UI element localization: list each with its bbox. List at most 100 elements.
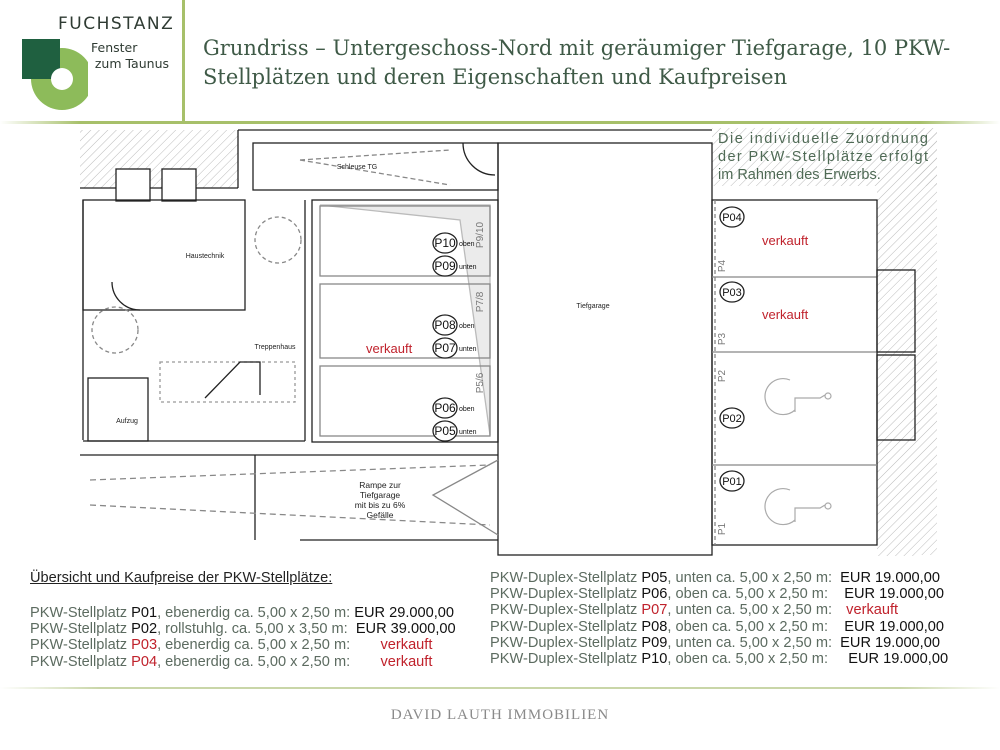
logo-mark-icon <box>22 39 88 110</box>
price-list-right: PKW-Duplex-Stellplatz P05, unten ca. 5,0… <box>490 570 948 667</box>
row-desc: , ebenerdig ca. 5,00 x 2,50 m: <box>157 637 375 654</box>
room-label-tiefgarage: Tiefgarage <box>576 303 609 310</box>
row-code: P08 <box>641 618 668 635</box>
row-code: P06 <box>641 586 668 603</box>
price-list-row: PKW-Stellplatz P04, ebenerdig ca. 5,00 x… <box>30 654 456 670</box>
row-code: P09 <box>641 634 668 651</box>
price-list-row: PKW-Duplex-Stellplatz P05, unten ca. 5,0… <box>490 570 948 586</box>
row-prefix: PKW-Duplex-Stellplatz <box>490 618 642 635</box>
row-price: EUR 29.000,00 <box>354 605 455 621</box>
row-prefix: PKW-Duplex-Stellplatz <box>490 634 642 651</box>
room-label-schleuse: Schleuse TG <box>337 164 377 171</box>
svg-text:P05: P05 <box>434 424 456 438</box>
row-prefix: PKW-Duplex-Stellplatz <box>490 586 642 603</box>
logo-tagline-line1: Fenster <box>91 40 138 55</box>
price-list-row: PKW-Duplex-Stellplatz P10, oben ca. 5,00… <box>490 651 948 667</box>
row-code: P03 <box>131 637 158 654</box>
price-list-row: PKW-Duplex-Stellplatz P09, unten ca. 5,0… <box>490 635 948 651</box>
svg-text:P01: P01 <box>722 476 742 488</box>
row-desc: , ebenerdig ca. 5,00 x 2,50 m: <box>157 605 355 621</box>
footer-brand: DAVID LAUTH IMMOBILIEN <box>390 707 610 723</box>
svg-text:unten: unten <box>459 346 477 353</box>
svg-text:P07: P07 <box>434 341 456 355</box>
price-list-left: PKW-Stellplatz P01, ebenerdig ca. 5,00 x… <box>30 605 456 670</box>
bay-label: P5/6 <box>475 372 486 393</box>
row-price: verkauft <box>380 637 433 654</box>
row-prefix: PKW-Stellplatz <box>30 637 132 654</box>
row-desc: , oben ca. 5,00 x 2,50 m: <box>667 651 849 668</box>
room-label-haustechnik: Haustechnik <box>186 253 225 260</box>
svg-text:unten: unten <box>459 264 477 271</box>
bay-label: P7/8 <box>475 291 486 312</box>
price-list-row: PKW-Duplex-Stellplatz P06, oben ca. 5,00… <box>490 586 948 602</box>
row-desc: , unten ca. 5,00 x 2,50 m: <box>667 634 841 651</box>
svg-text:unten: unten <box>459 429 477 436</box>
ramp-label-line: Rampe zur <box>359 480 401 490</box>
logo-tagline: Fenster zum Taunus <box>91 40 169 72</box>
row-price: EUR 39.000,00 <box>355 621 456 638</box>
row-price: EUR 19.000,00 <box>844 618 945 635</box>
spot-marker-p03: P03 <box>719 281 745 303</box>
bay-label: P1 <box>717 522 728 535</box>
soil-hatch <box>80 130 238 188</box>
bay-label: P3 <box>717 332 728 345</box>
spot-marker-p04: P04 <box>719 206 745 228</box>
row-price: verkauft <box>380 653 433 670</box>
row-price: EUR 19.000,00 <box>840 570 940 586</box>
row-desc: , ebenerdig ca. 5,00 x 2,50 m: <box>157 653 375 670</box>
svg-text:oben: oben <box>459 241 475 248</box>
bay-label: P4 <box>717 259 728 272</box>
row-code: P02 <box>131 621 158 638</box>
row-code: P04 <box>131 653 158 670</box>
price-list-row: PKW-Stellplatz P02, rollstuhlg. ca. 5,00… <box>30 621 456 637</box>
svg-text:oben: oben <box>459 406 475 413</box>
svg-text:oben: oben <box>459 323 475 330</box>
row-code: P07 <box>641 602 668 619</box>
logo-name: FUCHSTANZ <box>58 14 175 34</box>
row-prefix: PKW-Duplex-Stellplatz <box>490 602 642 619</box>
row-prefix: PKW-Duplex-Stellplatz <box>490 651 642 668</box>
assignment-note-line2: der PKW-Stellplätze erfolgt <box>718 149 928 165</box>
row-desc: , rollstuhlg. ca. 5,00 x 3,50 m: <box>157 621 356 638</box>
spot-marker-p02: P02 <box>719 407 745 429</box>
assignment-note-line3: im Rahmen des Erwerbs. <box>718 167 881 183</box>
row-prefix: PKW-Stellplatz <box>30 653 132 670</box>
row-desc: , unten ca. 5,00 x 2,50 m: <box>667 602 841 619</box>
page-title: Grundriss – Untergeschoss-Nord mit geräu… <box>203 34 963 92</box>
ramp-label-line: Tiefgarage <box>360 490 401 500</box>
sold-label-p07: verkauft <box>366 341 413 356</box>
soil-hatch <box>915 130 937 555</box>
title-line2: Stellplätzen und deren Eigenschaften und… <box>203 65 788 89</box>
ramp-label-line: Gefälle <box>367 510 394 520</box>
sold-label-p04: verkauft <box>762 233 809 248</box>
header-rule <box>0 121 1000 124</box>
row-desc: , unten ca. 5,00 x 2,50 m: <box>667 570 841 586</box>
wheelchair-icon <box>764 487 832 526</box>
row-price: verkauft <box>846 602 899 619</box>
svg-text:P09: P09 <box>434 259 456 273</box>
row-price: EUR 19.000,00 <box>848 651 949 668</box>
price-list-row: PKW-Stellplatz P01, ebenerdig ca. 5,00 x… <box>30 605 456 621</box>
price-list-row: PKW-Stellplatz P03, ebenerdig ca. 5,00 x… <box>30 637 456 653</box>
header-divider <box>182 0 185 122</box>
logo-tagline-line2: zum Taunus <box>94 56 169 71</box>
svg-text:P10: P10 <box>434 236 456 250</box>
bay-label: P9/10 <box>475 221 486 248</box>
row-code: P10 <box>641 651 668 668</box>
row-code: P05 <box>641 570 668 586</box>
floor-plan: Aufzug Haustechnik Treppenhaus Schleuse … <box>80 128 937 556</box>
spot-marker-p01: P01 <box>719 470 745 492</box>
sold-label-p03: verkauft <box>762 307 809 322</box>
svg-text:P02: P02 <box>722 413 742 425</box>
footer-rule <box>0 687 1000 689</box>
row-price: EUR 19.000,00 <box>840 634 940 651</box>
room-label-aufzug: Aufzug <box>116 418 138 425</box>
bay-label: P2 <box>717 369 728 382</box>
wheelchair-icon <box>764 377 832 416</box>
row-prefix: PKW-Stellplatz <box>30 605 132 621</box>
